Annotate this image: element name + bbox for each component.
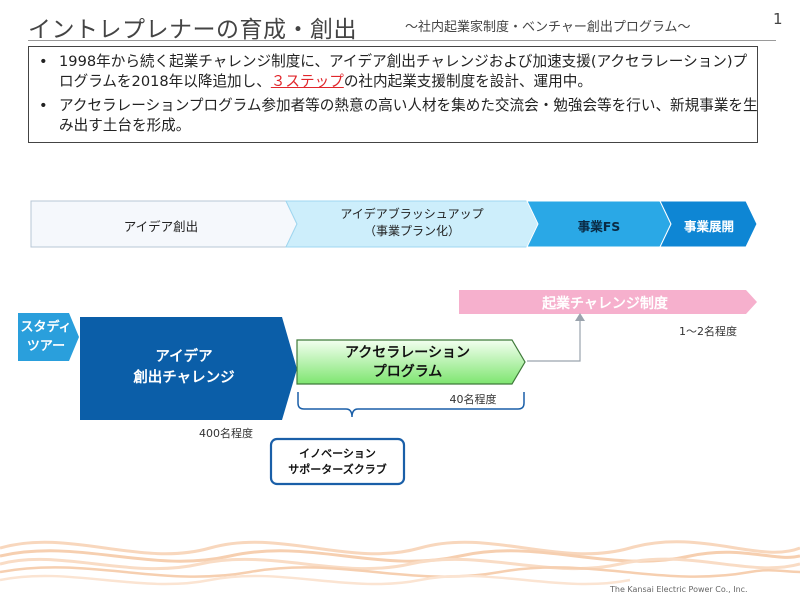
accelerator-line1: アクセラレーション (344, 345, 471, 361)
idea-challenge-line1: アイデア (155, 349, 213, 365)
supporters-club-line1: イノベーション (299, 447, 376, 460)
supporters-club-box (269, 437, 406, 486)
connector-line (527, 320, 581, 362)
summary-box: • 1998年から続く起業チャレンジ制度に、アイデア創出チャレンジおよび加速支援… (28, 46, 758, 143)
study-tour-line2: ツアー (26, 339, 66, 354)
summary-bullet-1: • 1998年から続く起業チャレンジ制度に、アイデア創出チャレンジおよび加速支援… (39, 52, 759, 92)
page-subtitle: ～社内起業家制度・ベンチャー創出プログラム～ (405, 20, 691, 35)
accelerator-count: 40名程度 (449, 393, 497, 406)
phase-label-brushup-line1: アイデアブラッシュアップ (340, 207, 484, 221)
decorative-wave-band (0, 540, 800, 586)
venture-challenge-bar (459, 290, 757, 314)
venture-challenge-label: 起業チャレンジ制度 (542, 296, 668, 312)
phase-label-brushup: アイデアブラッシュアップ （事業プラン化） (292, 206, 532, 240)
three-step-highlight: ３ステップ (270, 73, 344, 90)
supporters-club-line2: サポーターズクラブ (288, 463, 387, 476)
accelerator-label: アクセラレーション プログラム (300, 344, 515, 382)
idea-challenge-label: アイデア 創出チャレンジ (84, 347, 284, 389)
phase-label-launch: 事業展開 (683, 219, 734, 234)
company-footer: The Kansai Electric Power Co., Inc. (610, 585, 748, 594)
accelerator-shape (296, 339, 526, 385)
accelerator-bracket (297, 392, 525, 418)
venture-challenge-count: 1～2名程度 (679, 325, 737, 338)
connector-arrowhead (575, 313, 585, 321)
summary-bullet-2: • アクセラレーションプログラム参加者等の熱意の高い人材を集めた交流会・勉強会等… (39, 96, 759, 136)
study-tour-line1: スタディ (20, 320, 72, 335)
phase-chevron-launch (659, 200, 758, 248)
supporters-club-label: イノベーション サポーターズクラブ (271, 446, 404, 478)
bullet-text: 1998年から続く起業チャレンジ制度に、アイデア創出チャレンジおよび加速支援(ア… (59, 52, 759, 92)
bullet-marker: • (39, 97, 48, 114)
page-title: イントレプレナーの育成・創出 (28, 17, 357, 43)
accelerator-line2: プログラム (372, 364, 443, 380)
page-number: 1 (773, 10, 783, 28)
bullet-1-text-end: の社内起業支援制度を設計、運用中。 (343, 73, 592, 90)
idea-challenge-count: 400名程度 (199, 427, 253, 440)
study-tour-label: スタディ ツアー (18, 318, 74, 356)
bullet-text: アクセラレーションプログラム参加者等の熱意の高い人材を集めた交流会・勉強会等を行… (59, 97, 758, 134)
title-underline (28, 40, 776, 41)
phase-label-fs: 事業FS (577, 219, 621, 234)
idea-challenge-shape (80, 317, 297, 420)
phase-label-idea: アイデア創出 (123, 219, 199, 234)
study-tour-shape (18, 313, 79, 361)
idea-challenge-line2: 創出チャレンジ (133, 370, 235, 386)
bullet-marker: • (39, 53, 48, 70)
phase-label-brushup-line2: （事業プラン化） (363, 224, 460, 238)
bullet-1-text-start: 1998年から続く起業チャレンジ制度に、アイデア創出チャレンジおよび加速支援(ア… (59, 53, 748, 90)
